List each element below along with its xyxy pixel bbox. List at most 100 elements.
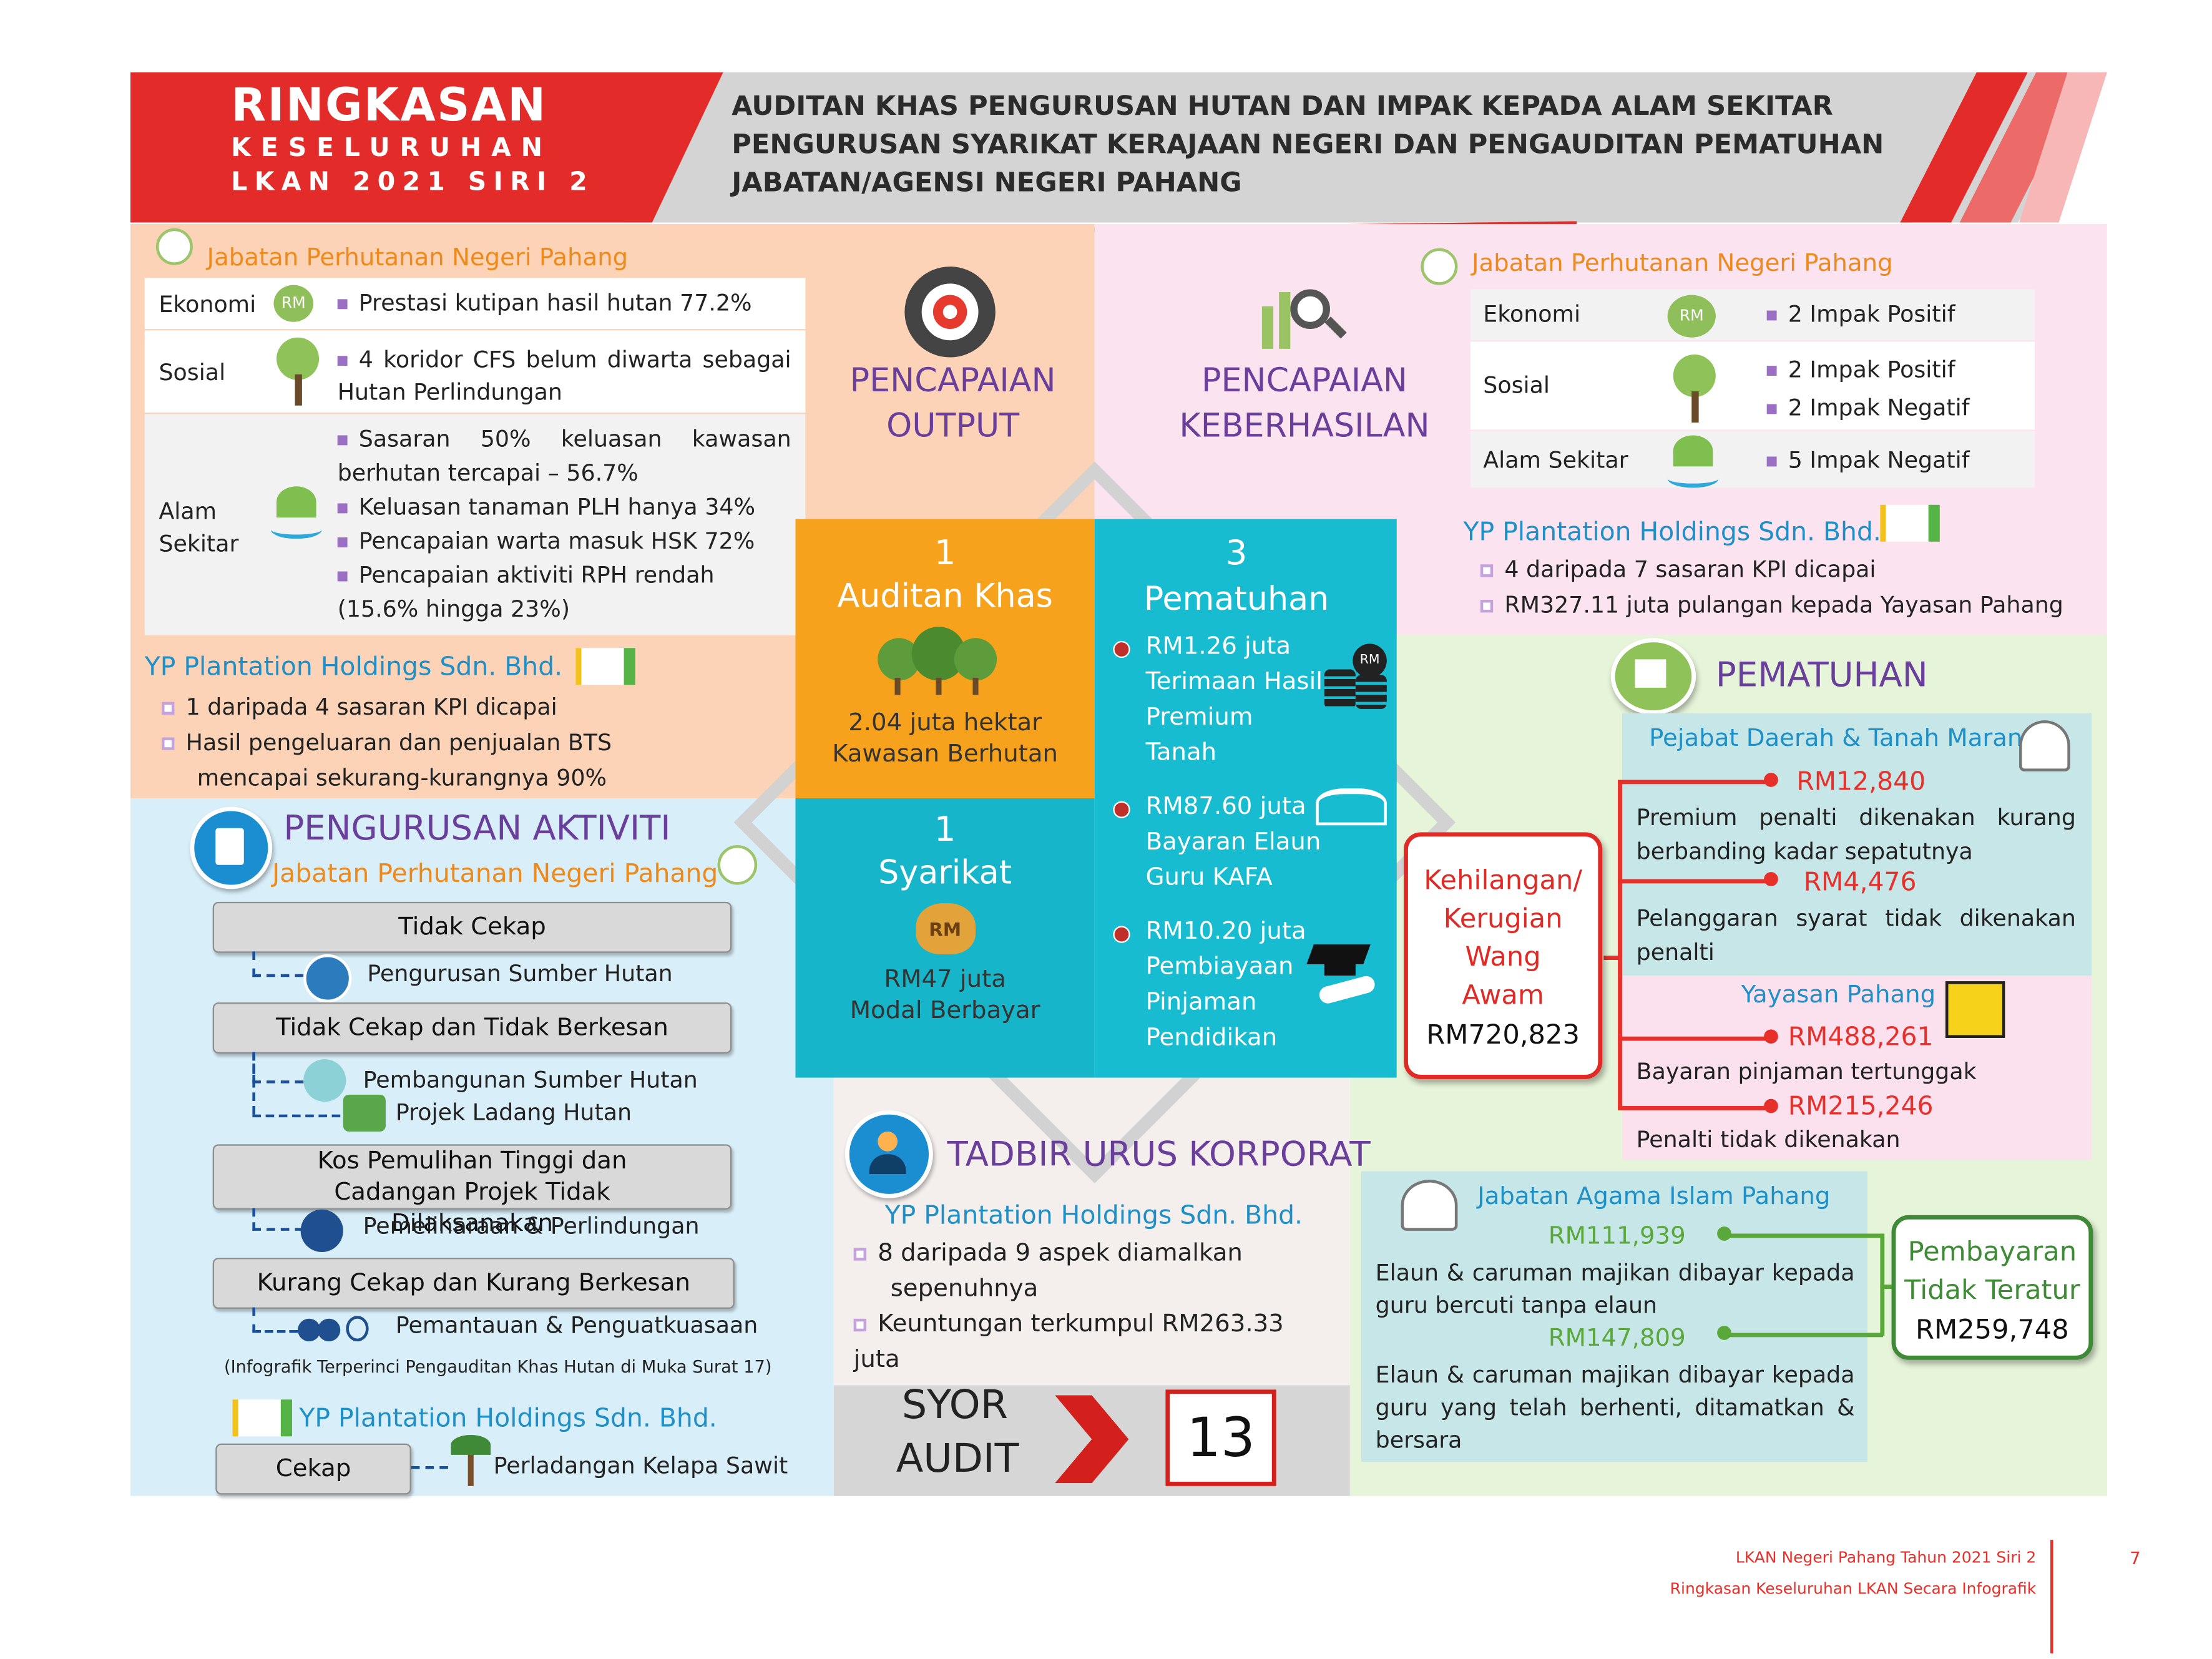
pc-item-1-line1: Terimaan Hasil <box>1145 668 1323 697</box>
red-dot-4 <box>1764 1099 1778 1113</box>
red-connector-stub <box>1603 956 1621 961</box>
forest-development-icon <box>303 1059 346 1102</box>
tr-item-alam-text: 5 Impak Negatif <box>1788 446 1970 474</box>
pc-item-3: RM10.20 juta Pembiayaan Pinjaman Pendidi… <box>1146 914 1306 1056</box>
coins-icon: RM <box>1324 644 1390 709</box>
jaip-amount-2: RM147,809 <box>1548 1324 1686 1353</box>
binoculars-icon <box>298 1313 371 1344</box>
syarikat-desc2: Modal Berbayar <box>849 997 1040 1025</box>
syarikat-label: Syarikat <box>878 854 1012 892</box>
sub-pemeliharaan: Pemeliharaan & Perlindungan <box>363 1212 700 1240</box>
tl-item-ekonomi-text: Prestasi kutipan hasil hutan 77.2% <box>358 289 752 316</box>
tl-item-sosial-text: 4 koridor CFS belum diwarta sebagai Huta… <box>337 346 791 406</box>
tadbir-company: YP Plantation Holdings Sdn. Bhd. <box>884 1201 1303 1231</box>
tl-row-sosial <box>144 330 806 413</box>
header-title-line2: KESELURUHAN <box>231 133 552 164</box>
payment-label-2: Tidak Teratur <box>1904 1275 2080 1306</box>
tl-alam-item-3-text: Pencapaian warta masuk HSK 72% <box>358 527 755 555</box>
green-dot-2 <box>1717 1326 1731 1340</box>
tl-company-item-1: 1 daripada 4 sasaran KPI dicapai <box>161 689 729 725</box>
tl-label-sosial: Sosial <box>159 358 226 386</box>
red-line-2 <box>1618 879 1771 884</box>
forest-dept-logo-icon-3 <box>717 844 758 885</box>
yp-box <box>1622 975 2092 1160</box>
pill-kos-pemulihan-text: Kos Pemulihan Tinggi dan Cadangan Projek… <box>317 1147 627 1238</box>
tr-sosial-item-1: 2 Impak Positif <box>1766 350 1970 388</box>
loss-label-3: Wang <box>1465 941 1541 973</box>
palm-tree-icon <box>451 1435 491 1486</box>
pematuhan-title: PEMATUHAN <box>1715 655 1928 695</box>
pc-item-3-line2: Pinjaman <box>1145 988 1257 1017</box>
tl-alam-item-2: Keluasan tanaman PLH hanya 34% <box>337 491 791 525</box>
trees-icon <box>795 627 1094 698</box>
ypph-logo-icon <box>575 648 635 685</box>
pdtm-amount-2: RM4,476 <box>1803 868 1917 898</box>
tr-label-ekonomi: Ekonomi <box>1483 300 1581 328</box>
pc-bullet-2 <box>1113 801 1130 818</box>
people-tree-icon-2 <box>1670 354 1718 423</box>
ypph-logo-icon-2 <box>1880 504 1940 542</box>
tl-company-item-1-text: 1 daripada 4 sasaran KPI dicapai <box>185 693 557 721</box>
pematuhan-center-box: 3 Pematuhan RM1.26 juta Terimaan Hasil P… <box>1094 519 1397 1078</box>
red-line-1 <box>1618 780 1771 785</box>
tr-sosial-item-2-text: 2 Impak Negatif <box>1788 394 1970 421</box>
hand-plant-icon <box>300 1209 343 1252</box>
red-line-3 <box>1618 1036 1771 1041</box>
clipboard-gear-icon <box>190 806 273 889</box>
tl-label-ekonomi: Ekonomi <box>159 290 257 318</box>
header-subtitle-line3: JABATAN/AGENSI NEGERI PAHANG <box>732 167 1242 199</box>
syor-count: 13 <box>1187 1406 1255 1469</box>
aktiviti-company: YP Plantation Holdings Sdn. Bhd. <box>299 1404 717 1434</box>
tl-item-ekonomi: Prestasi kutipan hasil hutan 77.2% <box>337 289 752 316</box>
sub-pemantauan: Pemantauan & Penguatkuasaan <box>395 1311 758 1339</box>
green-stub <box>1880 1285 1895 1290</box>
tl-alam-item-4-text: Pencapaian aktiviti RPH rendah (15.6% hi… <box>337 561 715 623</box>
audit-khas-box: 1 Auditan Khas 2.04 juta hektar Kawasan … <box>795 519 1095 799</box>
leaf-water-icon-2 <box>1667 435 1719 488</box>
header-subtitle-line1: AUDITAN KHAS PENGURUSAN HUTAN DAN IMPAK … <box>732 91 1833 122</box>
pill-tidak-cekap-berkesan: Tidak Cekap dan Tidak Berkesan <box>212 1002 732 1054</box>
header-red-block <box>130 72 723 223</box>
people-group-icon <box>844 1110 933 1198</box>
tl-alam-item-1: Sasaran 50% keluasan kawasan berhutan te… <box>337 423 791 491</box>
compliance-box-icon <box>1610 638 1696 715</box>
connector-3 <box>252 1052 341 1118</box>
pematuhan-center-count: 3 <box>1225 533 1248 573</box>
pahang-crest-icon <box>2019 720 2070 771</box>
syarikat-desc1: RM47 juta <box>884 966 1006 994</box>
red-dot-2 <box>1764 872 1778 886</box>
loss-total: RM720,823 <box>1426 1019 1580 1051</box>
page-number: 7 <box>2130 1548 2141 1568</box>
pc-item-1-amount: RM1.26 juta <box>1145 632 1291 661</box>
connector-1 <box>252 951 304 977</box>
pill-tidak-cekap: Tidak Cekap <box>212 901 732 953</box>
connector-5 <box>252 1307 298 1333</box>
header-subtitle-line2: PENGURUSAN SYARIKAT KERAJAAN NEGERI DAN … <box>732 129 1884 160</box>
tr-item-alam: 5 Impak Negatif <box>1766 446 1970 474</box>
growth-magnifier-icon <box>1259 264 1349 355</box>
tl-company-name: YP Plantation Holdings Sdn. Bhd. <box>144 652 563 682</box>
payment-total: RM259,748 <box>1915 1314 2069 1346</box>
tr-sosial-item-1-text: 2 Impak Positif <box>1788 356 1955 383</box>
sub-perladangan: Perladangan Kelapa Sawit <box>493 1452 788 1479</box>
tr-row-sosial <box>1470 341 2035 430</box>
footer-divider <box>2050 1540 2053 1653</box>
tr-label-sosial: Sosial <box>1483 371 1550 399</box>
pc-item-1: RM1.26 juta Terimaan Hasil Premium Tanah <box>1146 630 1323 771</box>
syor-line1: SYOR <box>901 1381 1008 1428</box>
tl-org-name: Jabatan Perhutanan Negeri Pahang <box>207 243 629 273</box>
loss-box: Kehilangan/ Kerugian Wang Awam RM720,823 <box>1404 832 1603 1079</box>
connector-6 <box>411 1466 448 1469</box>
pc-item-2: RM87.60 juta Bayaran Elaun Guru KAFA <box>1146 790 1321 896</box>
pc-item-1-line2: Premium <box>1145 703 1253 732</box>
audit-khas-desc1: 2.04 juta hektar <box>848 708 1042 738</box>
tr-company-item-2: RM327.11 juta pulangan kepada Yayasan Pa… <box>1480 587 2063 623</box>
pc-bullet-3 <box>1113 926 1130 943</box>
money-bag-icon: RM <box>915 903 975 954</box>
tadbir-item-1: 8 daripada 9 aspek diamalkan sepenuhnya <box>853 1236 1322 1308</box>
pill-cekap: Cekap <box>215 1443 411 1495</box>
yp-org: Yayasan Pahang <box>1741 981 1936 1010</box>
tl-alam-item-1-text: Sasaran 50% keluasan kawasan berhutan te… <box>337 425 791 487</box>
pematuhan-center-label: Pematuhan <box>1143 581 1329 619</box>
